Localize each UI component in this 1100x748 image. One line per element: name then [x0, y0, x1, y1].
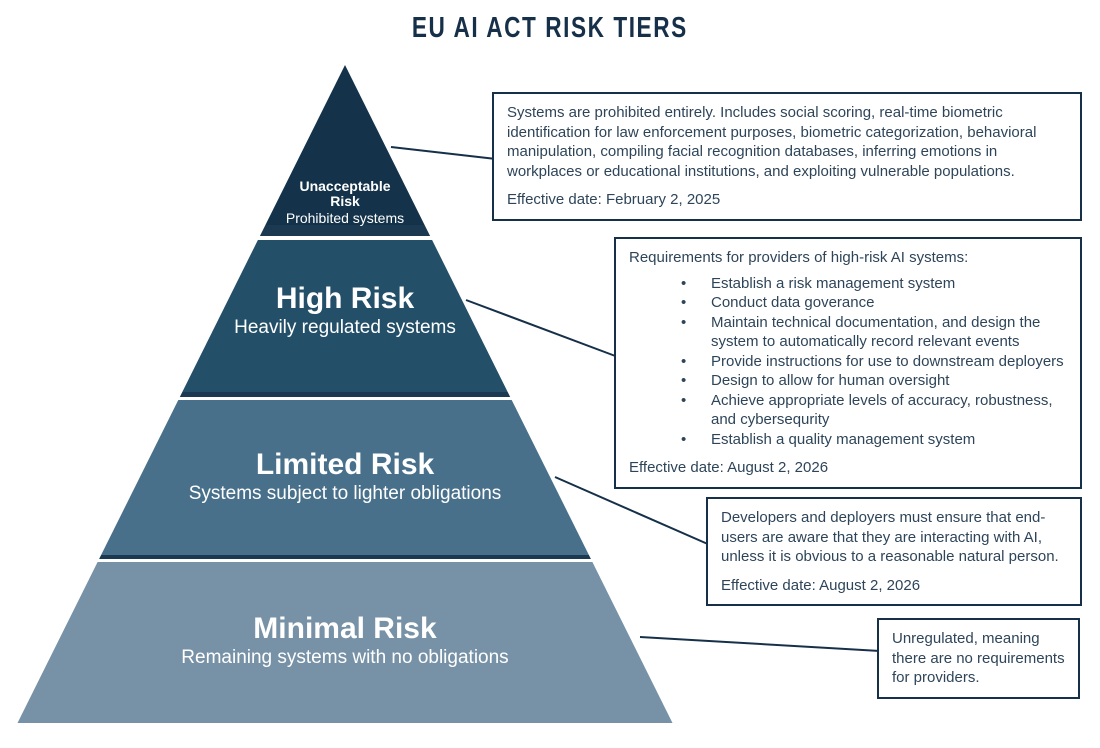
requirement-item: Provide instructions for use to downstre…	[675, 352, 1067, 372]
requirement-item: Establish a risk management system	[675, 274, 1067, 294]
callout-minimal-risk: Unregulated, meaning there are no requir…	[877, 618, 1080, 699]
callout-unacceptable-body: Systems are prohibited entirely. Include…	[507, 104, 1037, 180]
requirements-list: Establish a risk management systemConduc…	[675, 274, 1067, 450]
requirement-item: Design to allow for human oversight	[675, 371, 1067, 391]
callout-minimal-risk-body: Unregulated, meaning there are no requir…	[892, 630, 1065, 686]
tier-unacceptable-shape	[265, 65, 425, 225]
tier-limited-risk-shape	[101, 400, 589, 555]
requirement-item: Establish a quality management system	[675, 430, 1067, 450]
callout-limited-risk-effective-date: Effective date: August 2, 2026	[721, 576, 921, 594]
requirement-item: Maintain technical documentation, and de…	[675, 313, 1067, 352]
callout-limited-risk: Developers and deployers must ensure tha…	[706, 497, 1082, 606]
page-title: EU AI ACT RISK TIERS	[412, 12, 688, 44]
tier-limited-risk-base-bar	[99, 555, 591, 559]
requirement-item: Achieve appropriate levels of accuracy, …	[675, 391, 1067, 430]
requirement-item: Conduct data goverance	[675, 293, 1067, 313]
tier-unacceptable-base-bar	[259, 225, 431, 236]
tier-high-risk-shape	[182, 240, 508, 392]
requirements-intro: Requirements for providers of high-risk …	[629, 249, 969, 266]
callout-limited-risk-body: Developers and deployers must ensure tha…	[721, 509, 1059, 565]
connector-high-risk-line	[465, 299, 619, 358]
tier-high-risk-base-bar	[179, 392, 511, 397]
callout-high-risk: Requirements for providers of high-risk …	[614, 237, 1082, 489]
connector-limited-risk-line	[554, 476, 711, 546]
callout-unacceptable-effective-date: Effective date: February 2, 2025	[507, 191, 721, 208]
connector-unacceptable-line	[390, 146, 497, 160]
callout-high-risk-effective-date: Effective date: August 2, 2026	[629, 459, 829, 476]
connector-minimal-risk-line	[639, 636, 881, 652]
tier-minimal-risk-shape	[17, 562, 673, 723]
page-title-wrap: EU AI ACT RISK TIERS	[0, 12, 1100, 45]
callout-unacceptable: Systems are prohibited entirely. Include…	[492, 92, 1082, 221]
